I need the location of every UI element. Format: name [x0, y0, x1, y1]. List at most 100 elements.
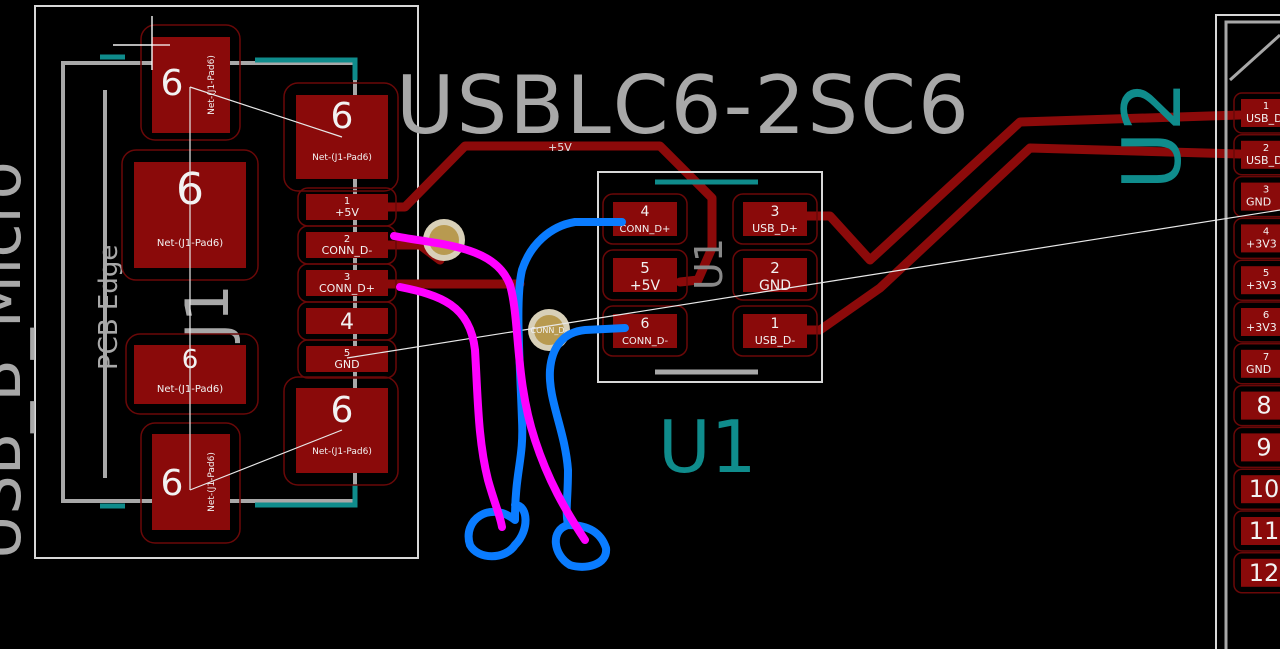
pad-number: 6	[331, 96, 354, 137]
u2-footprint[interactable]: U2 USB_D-1USB_D+2GND3+3V34+3V35+3V36GND7…	[1106, 14, 1280, 649]
u2-reference: U2	[1106, 81, 1199, 190]
u2-courtyard	[1215, 14, 1280, 649]
pin-number: 11	[1249, 517, 1280, 545]
u2-pin[interactable]: 9	[1233, 426, 1280, 469]
u1-pin[interactable]: 2 GND	[732, 249, 818, 301]
pin-net: CONN_D-	[622, 336, 669, 347]
u1-pin[interactable]: 5 +5V	[602, 249, 688, 301]
via-net-label: CONN_D-	[531, 326, 568, 335]
u1-pin[interactable]: 3 USB_D+	[732, 193, 818, 245]
u1-fab-ref: U1	[687, 238, 731, 290]
pin-number: 2	[1263, 143, 1269, 154]
j1-pin[interactable]: 3 CONN_D+	[297, 263, 397, 303]
pin-net: CONN_D-	[322, 244, 373, 257]
pad-number: 6	[161, 463, 184, 504]
pin-number: 5	[1263, 268, 1269, 279]
j1-pin[interactable]: 4	[297, 301, 397, 341]
pad-net-label: Net-(J1-Pad6)	[207, 55, 217, 115]
pin-net: CONN_D+	[620, 224, 671, 235]
j1-pin[interactable]: 2 CONN_D-	[297, 225, 397, 265]
pin-number: 12	[1249, 559, 1280, 587]
u2-fab-outline	[1224, 20, 1280, 649]
u2-pin[interactable]: USB_D+2	[1233, 134, 1280, 176]
pin-number: 8	[1256, 392, 1271, 420]
trace-5v-label: +5V	[548, 141, 572, 154]
pin-number: 9	[1256, 433, 1271, 461]
u1-value: USBLC6-2SC6	[396, 59, 971, 152]
pin-number: 4	[1263, 226, 1269, 237]
pin-number: 3	[771, 204, 780, 220]
pin-net: USB_D-	[755, 334, 796, 347]
pin-net: +3V3	[1246, 237, 1277, 250]
u2-pin[interactable]: 8	[1233, 384, 1280, 427]
shield-pad[interactable]: 6 Net-(J1-Pad6)	[283, 82, 399, 192]
u1-footprint[interactable]: U1 U1 USBLC6-2SC6 4 CONN_D+ 5 +5V 6 CONN…	[396, 59, 971, 489]
u2-pin[interactable]: 11	[1233, 510, 1280, 552]
pad-number: 6	[161, 63, 184, 104]
j1-silk-bottom	[255, 485, 358, 508]
pin-number: 3	[1263, 185, 1269, 196]
pin-number: 5	[640, 259, 650, 277]
annotation-blue-strokes	[464, 218, 629, 571]
pin-number: 6	[641, 316, 650, 332]
pin-net: GND	[759, 278, 791, 294]
pin-number: 4	[641, 204, 650, 220]
pcb-edge-label: PCB Edge	[94, 245, 124, 370]
via[interactable]: CONN_D-	[528, 309, 570, 351]
u2-pin[interactable]: 10	[1233, 468, 1280, 510]
pin-number: 1	[1263, 101, 1269, 112]
track-usb-d-minus[interactable]	[795, 143, 1245, 335]
pin-net: CONN_D+	[319, 282, 375, 295]
pin-number: 3	[344, 272, 350, 283]
pin-number: 1	[771, 316, 780, 332]
pin-number: 7	[1263, 352, 1269, 363]
j1-reference: J1	[173, 284, 243, 344]
pin-number: 2	[770, 259, 780, 277]
pin-net: GND	[334, 358, 359, 371]
pin-net: USB_D+	[752, 222, 798, 235]
pin-number: 6	[1263, 310, 1269, 321]
pin-net: GND	[1246, 363, 1271, 376]
crosshair-cursor-icon	[113, 16, 170, 70]
shield-pad[interactable]: 6 Net-(J1-Pad6)	[140, 24, 241, 141]
pin-net: USB_D-	[1246, 112, 1280, 125]
pad-net-label: Net-(J1-Pad6)	[312, 153, 372, 163]
shield-pad[interactable]: 6 Net-(J1-Pad6)	[125, 333, 259, 415]
pin-number: 2	[344, 234, 350, 245]
pin-number: 5	[344, 348, 350, 359]
pin-net: +5V	[630, 278, 661, 294]
pin-number: 1	[344, 196, 350, 207]
pad-net-label: Net-(J1-Pad6)	[207, 452, 217, 512]
u2-pin[interactable]: USB_D-1	[1233, 92, 1280, 134]
u1-reference: U1	[658, 405, 757, 489]
pad-number: 6	[331, 390, 354, 431]
u2-pin[interactable]: 12	[1233, 552, 1280, 594]
pin-net: +3V3	[1246, 321, 1277, 334]
pin-net: USB_D+	[1246, 154, 1280, 167]
ratsnest	[113, 16, 1280, 491]
track-usb-d-plus[interactable]	[795, 110, 1245, 265]
pad-net-label: Net-(J1-Pad6)	[312, 447, 372, 457]
usb-connector-value: USB_B_Micro	[0, 161, 35, 560]
pin-net: GND	[1246, 196, 1271, 209]
u1-pin[interactable]: 1 USB_D-	[732, 305, 818, 357]
j1-pin[interactable]: 1 +5V	[297, 187, 397, 227]
j1-signal-pads[interactable]: 1 +5V 2 CONN_D- 3 CONN_D+ 4 5 GND	[297, 187, 397, 379]
annotation-magenta-strokes	[390, 232, 589, 544]
u2-pin-list[interactable]: USB_D-1USB_D+2GND3+3V34+3V35+3V36GND7891…	[1233, 92, 1280, 594]
j1-silk-top	[255, 57, 358, 80]
j1-shield-pads[interactable]: 6 Net-(J1-Pad6) 6 Net-(J1-Pad6) 6 Net-(J…	[121, 24, 399, 544]
pin-number: 4	[340, 310, 354, 335]
u2-pin1-marker	[1228, 33, 1280, 82]
u1-courtyard	[597, 171, 823, 383]
pin-net: +3V3	[1246, 279, 1277, 292]
pin-number: 10	[1249, 475, 1280, 503]
pin-net: +5V	[335, 206, 359, 219]
j1-pin[interactable]: 5 GND	[297, 339, 397, 379]
